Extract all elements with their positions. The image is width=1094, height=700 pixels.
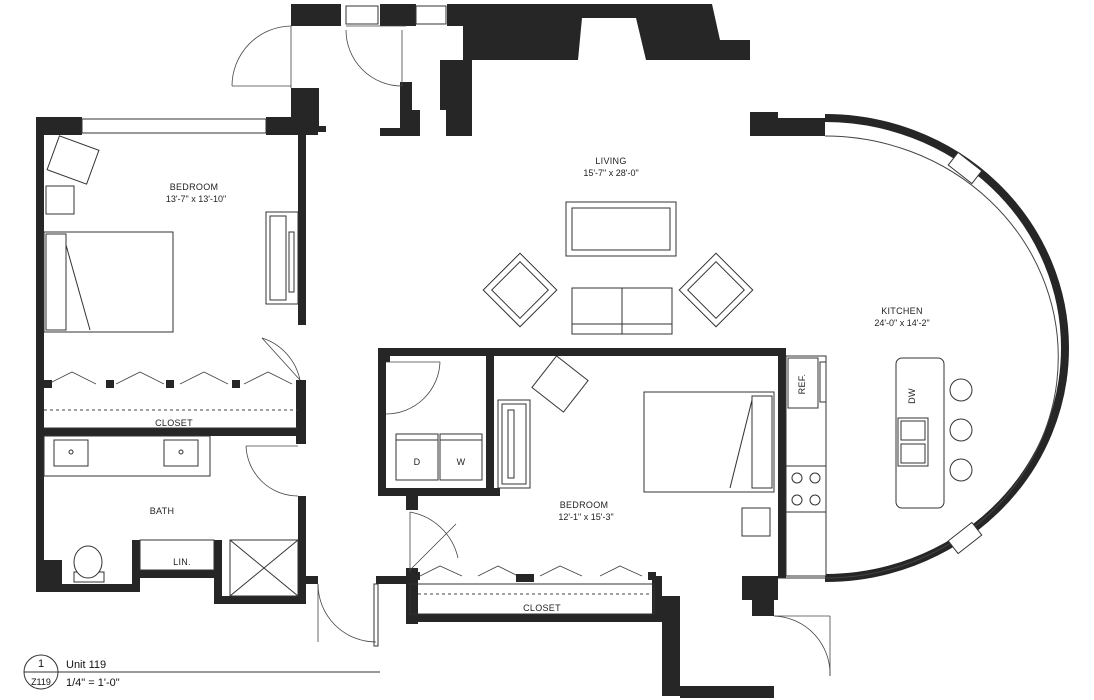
- curved-wall: [778, 114, 1069, 582]
- bedroom2-dims: 12'-1" x 15'-3": [558, 512, 613, 522]
- laundry: [385, 361, 483, 481]
- refrigerator-label: REF.: [797, 374, 807, 395]
- washer-label: W: [457, 457, 466, 467]
- unit-title: Unit 119: [66, 659, 106, 671]
- kitchen: [773, 355, 973, 677]
- linen-label: LIN.: [173, 557, 191, 567]
- scale-label: 1/4" = 1'-0": [66, 677, 120, 689]
- bath: [43, 435, 379, 647]
- bedroom1-label: BEDROOM: [170, 182, 219, 192]
- dryer-label: D: [414, 457, 421, 467]
- bedroom-1: [43, 135, 301, 429]
- living-dims: 15'-7" x 28'-0": [583, 168, 638, 178]
- walls: [36, 4, 825, 698]
- living: [482, 201, 754, 335]
- living-label: LIVING: [595, 156, 626, 166]
- bedroom2-label: BEDROOM: [560, 500, 609, 510]
- closet2-label: CLOSET: [523, 603, 561, 613]
- drawing-number: 1: [38, 658, 44, 670]
- room-labels: LIVING 15'-7" x 28'-0" KITCHEN 24'-0" x …: [150, 156, 930, 613]
- bedroom1-dims: 13'-7" x 13'-10": [166, 194, 226, 204]
- sheet-number: Z119: [31, 677, 51, 687]
- dishwasher-label: DW: [907, 388, 917, 404]
- bath-label: BATH: [150, 506, 175, 516]
- kitchen-dims: 24'-0" x 14'-2": [874, 318, 929, 328]
- bedroom-2: [409, 355, 775, 595]
- kitchen-label: KITCHEN: [881, 306, 923, 316]
- title-block: 1 Z119 Unit 119 1/4" = 1'-0": [23, 654, 380, 690]
- entry-doors: [231, 5, 447, 88]
- closet1-label: CLOSET: [155, 418, 193, 428]
